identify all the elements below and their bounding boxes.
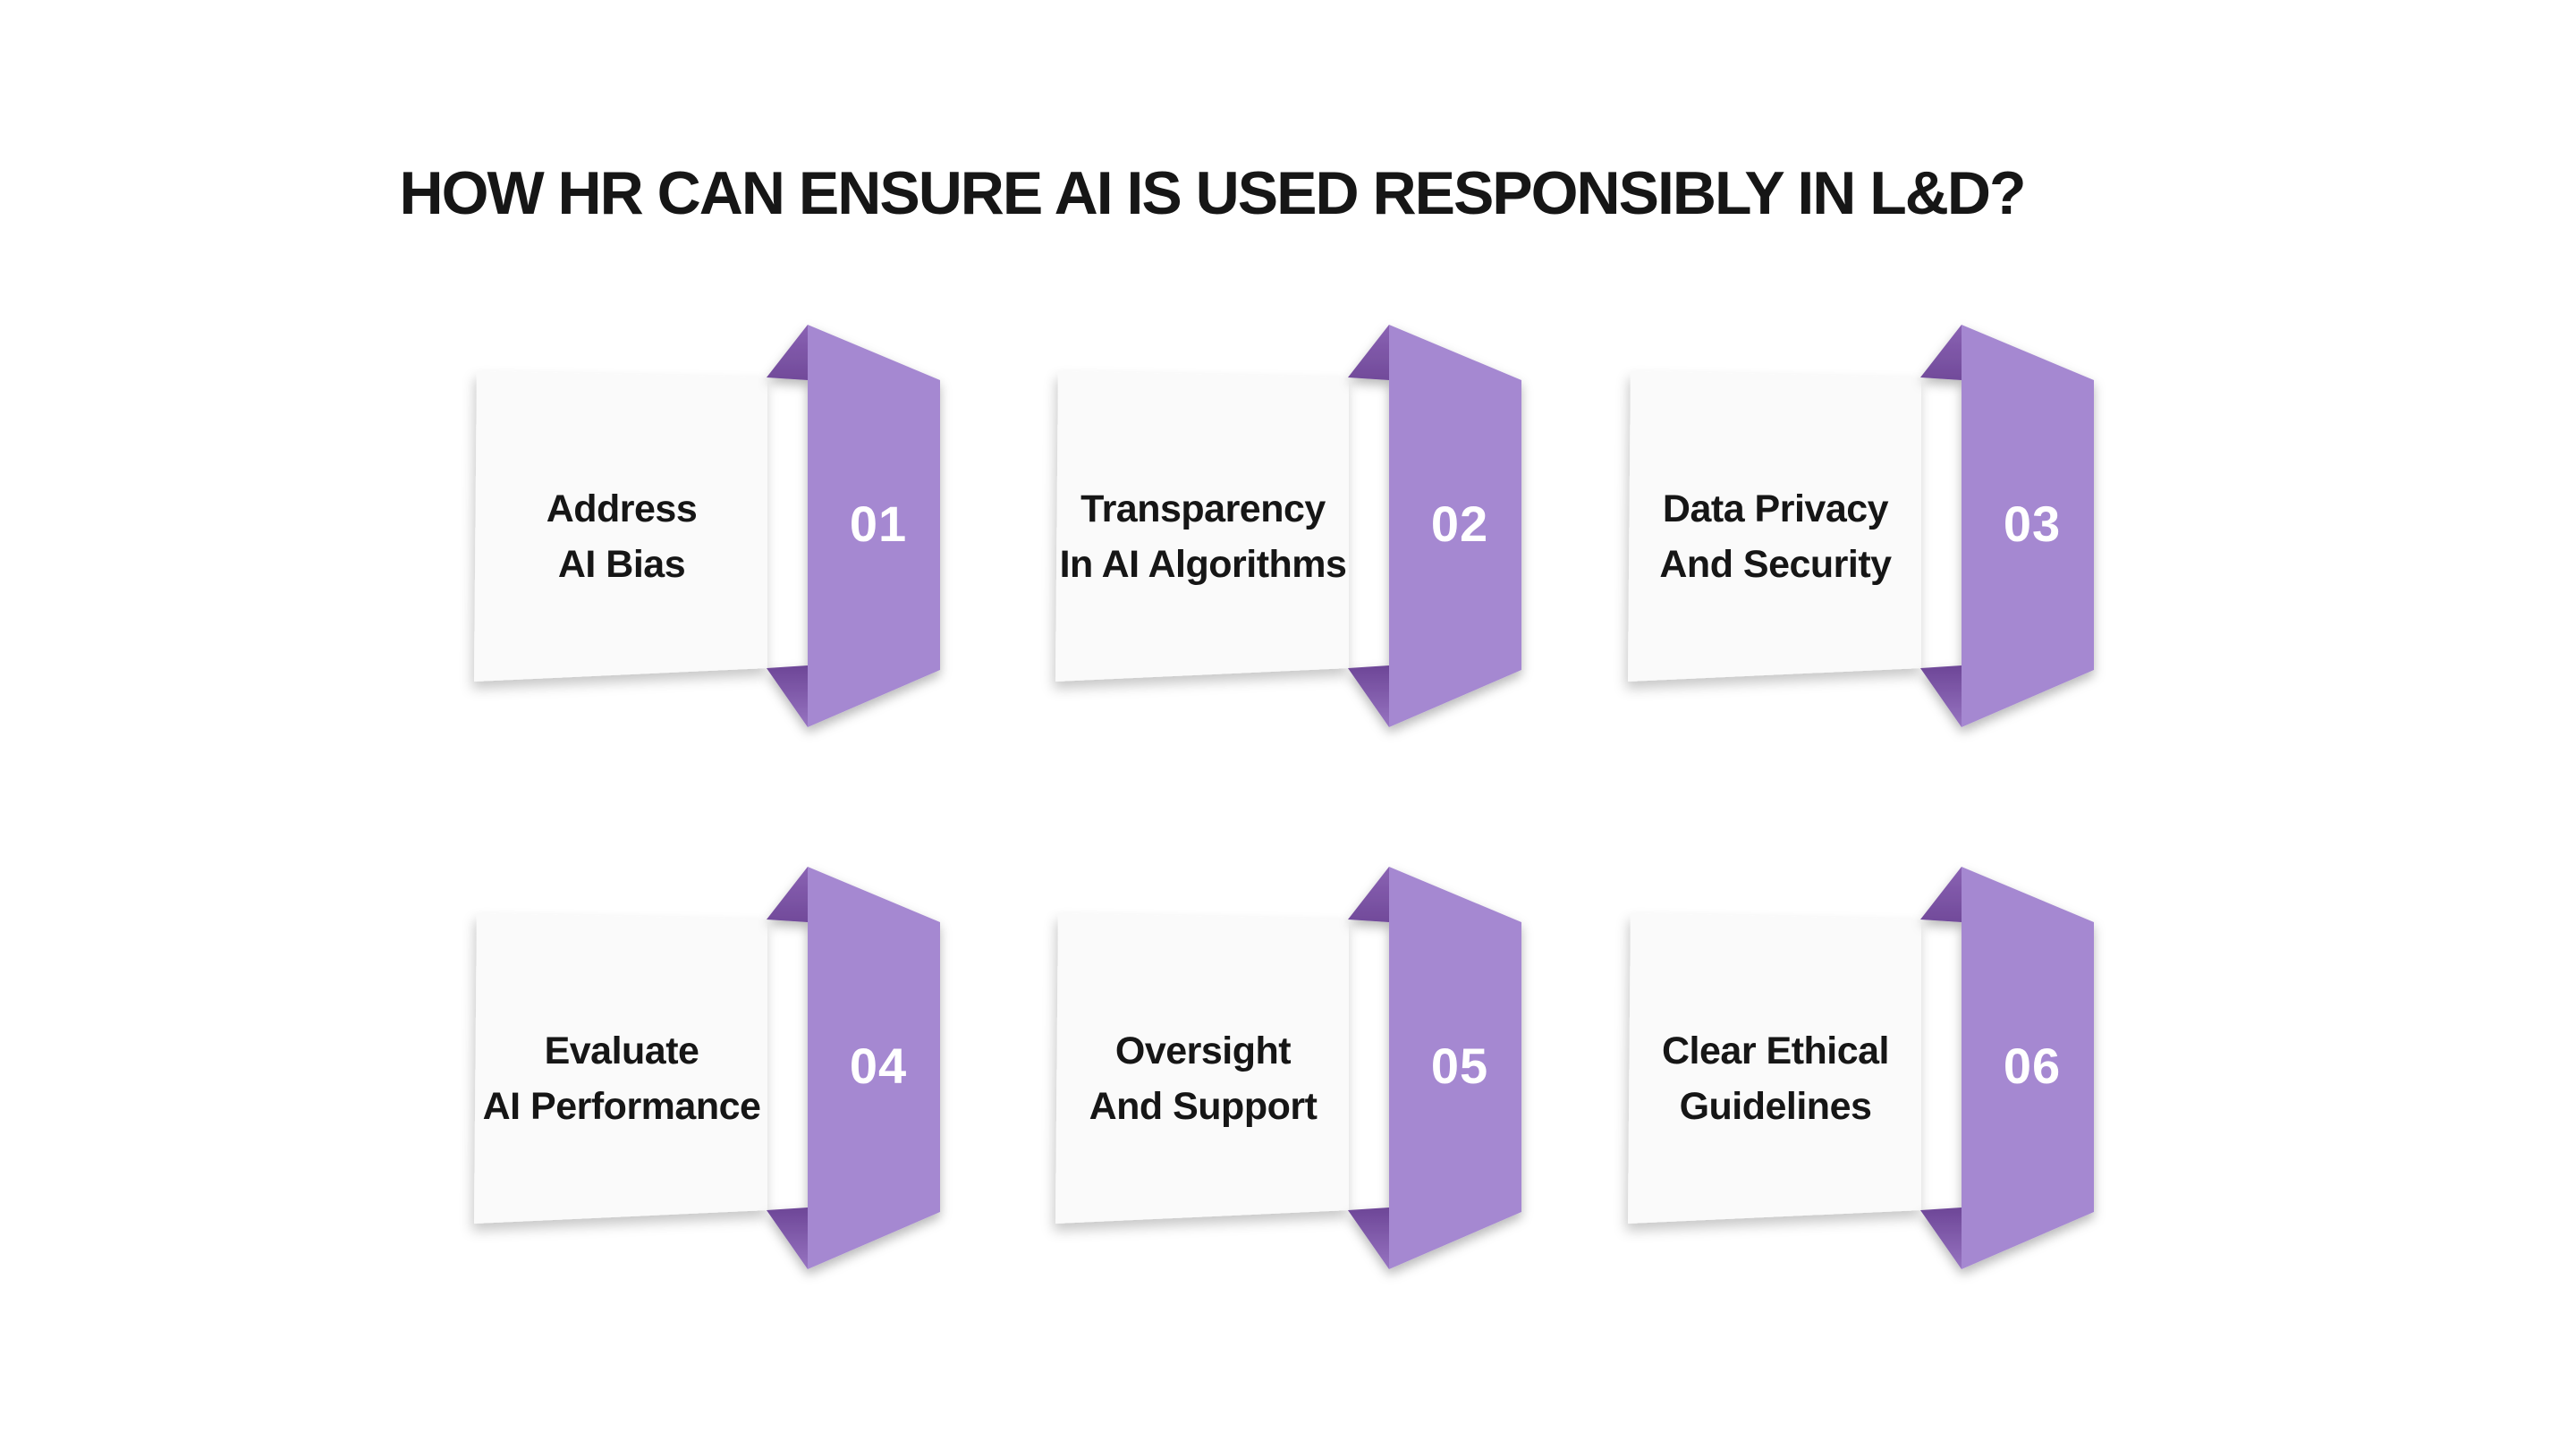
card-face (1055, 371, 1349, 682)
card-title-line2: AI Performance (483, 1085, 761, 1128)
card-title-line1: Transparency (1080, 487, 1326, 530)
card-title-line1: Oversight (1115, 1030, 1291, 1072)
ribbon-fold-top (767, 867, 808, 922)
ribbon (1920, 325, 2094, 727)
step-module-4: Evaluate AI Performance 04 (474, 867, 940, 1269)
ribbon (1348, 867, 1521, 1269)
step-number: 05 (1431, 1038, 1488, 1094)
ribbon-fold-bottom (1920, 665, 1962, 727)
ribbon-panel (1962, 867, 2094, 1269)
ribbon (1920, 867, 2094, 1269)
card-title-line2: And Support (1089, 1085, 1318, 1128)
step-number: 04 (850, 1038, 907, 1094)
card-title-line2: Guidelines (1680, 1085, 1872, 1128)
ribbon-fold-bottom (767, 665, 808, 727)
ribbon-fold-top (767, 325, 808, 380)
ribbon (767, 867, 940, 1269)
ribbon-fold-bottom (767, 1208, 808, 1269)
step-module-6: Clear Ethical Guidelines 06 (1628, 867, 2094, 1269)
step-number: 02 (1431, 496, 1488, 552)
step-number: 06 (2004, 1038, 2061, 1094)
step-module-5: Oversight And Support 05 (1055, 867, 1521, 1269)
card-title-line2: AI Bias (558, 543, 685, 586)
ribbon-fold-bottom (1348, 1208, 1389, 1269)
step-module-1: Address AI Bias 01 (474, 325, 940, 727)
ribbon-fold-top (1920, 867, 1962, 922)
step-module-3: Data Privacy And Security 03 (1628, 325, 2094, 727)
card-title-line1: Address (547, 487, 698, 530)
card-face (1055, 913, 1349, 1224)
card-title-line2: In AI Algorithms (1060, 543, 1347, 586)
step-number: 01 (850, 496, 907, 552)
ribbon-panel (1962, 325, 2094, 727)
card-title-line1: Clear Ethical (1662, 1030, 1889, 1072)
ribbon-fold-bottom (1348, 665, 1389, 727)
ribbon-panel (808, 867, 940, 1269)
step-number: 03 (2004, 496, 2061, 552)
page-title: HOW HR CAN ENSURE AI IS USED RESPONSIBLY… (399, 158, 2026, 227)
ribbon-panel (1389, 325, 1521, 727)
card-face (474, 371, 767, 682)
ribbon-fold-top (1348, 325, 1389, 380)
card-face (474, 913, 767, 1224)
ribbon (767, 325, 940, 727)
ribbon (1348, 325, 1521, 727)
ribbon-fold-top (1920, 325, 1962, 380)
ribbon-panel (808, 325, 940, 727)
card-face (1628, 913, 1921, 1224)
card-face (1628, 371, 1921, 682)
card-title-line2: And Security (1659, 543, 1892, 586)
ribbon-fold-bottom (1920, 1208, 1962, 1269)
card-title-line1: Data Privacy (1663, 487, 1889, 530)
step-module-2: Transparency In AI Algorithms 02 (1055, 325, 1521, 727)
ribbon-panel (1389, 867, 1521, 1269)
ribbon-fold-top (1348, 867, 1389, 922)
card-title-line1: Evaluate (545, 1030, 699, 1072)
